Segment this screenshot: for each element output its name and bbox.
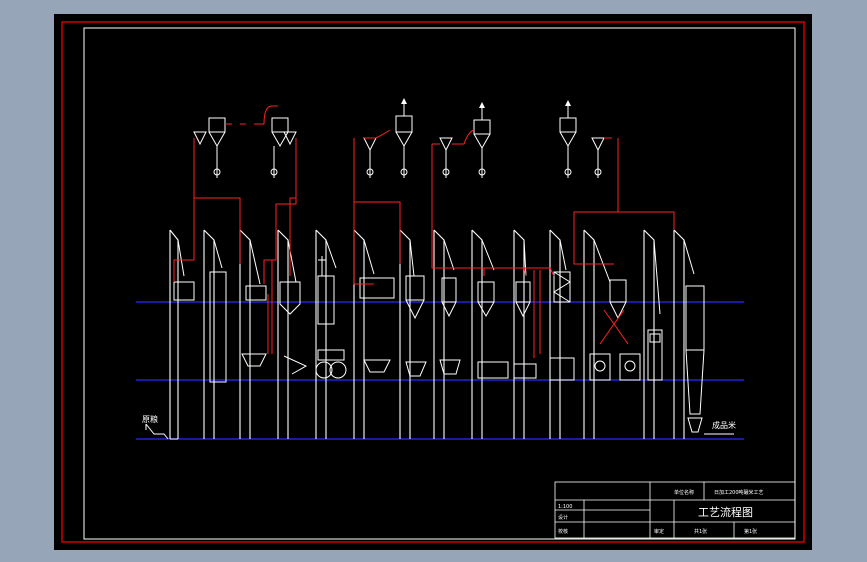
dust-collectors <box>193 100 605 178</box>
outer-border <box>61 21 805 543</box>
raw-material-label: 原粮 <box>142 414 158 424</box>
title-block-project: 日加工200吨碾米工艺 <box>714 489 764 496</box>
drawing-sheet: 原粮 成品米 工艺流程图 单位名称 日加工200吨碾米工艺 1:100 设计 校… <box>54 14 812 550</box>
process-flow-drawing: 原粮 成品米 工艺流程图 单位名称 日加工200吨碾米工艺 1:100 设计 校… <box>61 21 805 543</box>
intake-hopper <box>145 423 169 440</box>
title-block-checker: 校核 <box>558 528 568 535</box>
title-block-school: 单位名称 <box>674 489 694 496</box>
title-block-sheet-no: 第1张 <box>744 528 757 535</box>
title-block <box>554 481 796 539</box>
title-block-scale: 1:100 <box>558 504 572 510</box>
exhaust-arrows <box>401 98 571 108</box>
equipment <box>173 256 705 433</box>
title-block-approver: 审定 <box>654 528 664 535</box>
spouts <box>177 239 695 315</box>
title-block-title: 工艺流程图 <box>698 505 753 519</box>
finished-product-label: 成品米 <box>712 420 736 430</box>
title-block-designer: 设计 <box>558 514 568 521</box>
red-pipes <box>173 105 675 358</box>
inner-frame <box>83 27 796 540</box>
title-block-sheet: 共1张 <box>694 528 707 535</box>
floor-lines <box>136 301 744 440</box>
